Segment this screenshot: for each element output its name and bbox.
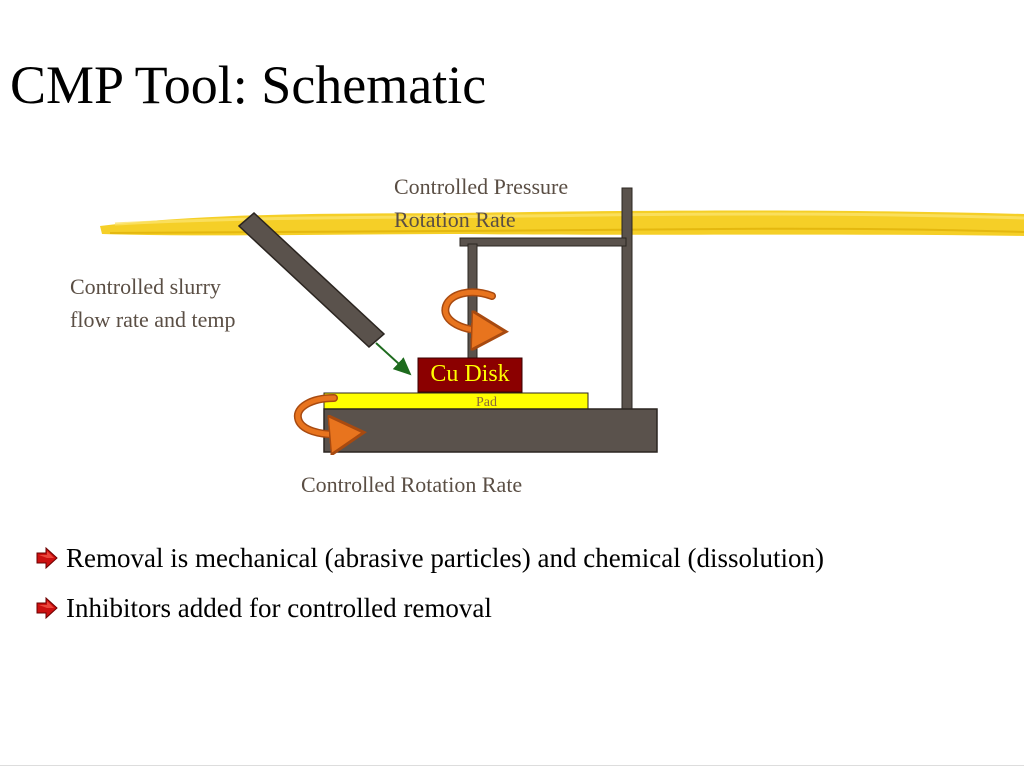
bullet-item: Removal is mechanical (abrasive particle… [36,538,996,578]
platen [323,408,658,453]
carrier-rotation-arrow [441,288,492,331]
platen-rotation-label: Controlled Rotation Rate [301,472,523,497]
bullet-item: Inhibitors added for controlled removal [36,588,996,628]
slurry-flow-arrow [375,342,412,376]
frame-post [621,187,633,411]
bottom-divider [0,765,1024,766]
red-arrow-bullet-icon [36,547,58,569]
pressure-label: Controlled Pressure Rotation Rate [394,170,568,236]
cu-disk-label: Cu Disk [430,361,510,387]
bullet-text: Inhibitors added for controlled removal [66,593,492,623]
pad [323,392,589,410]
platen-rotation-arrow [293,394,344,434]
bullet-list: Removal is mechanical (abrasive particle… [36,538,996,638]
slurry-label-line1: Controlled slurry [70,274,221,299]
slide-title: CMP Tool: Schematic [10,55,487,115]
pressure-label-line2: Rotation Rate [394,207,516,232]
pressure-label-line1: Controlled Pressure [394,174,569,199]
highlighter-stroke [100,210,1024,236]
bullet-text: Removal is mechanical (abrasive particle… [66,543,824,573]
pad-label: Pad [476,395,497,410]
red-arrow-bullet-icon [36,597,58,619]
spindle [467,243,478,359]
slurry-tube [237,211,386,349]
slurry-label: Controlled slurry flow rate and temp [70,270,236,336]
slurry-label-line2: flow rate and temp [70,307,236,332]
frame-arm [459,237,627,247]
cu-disk [417,357,523,393]
